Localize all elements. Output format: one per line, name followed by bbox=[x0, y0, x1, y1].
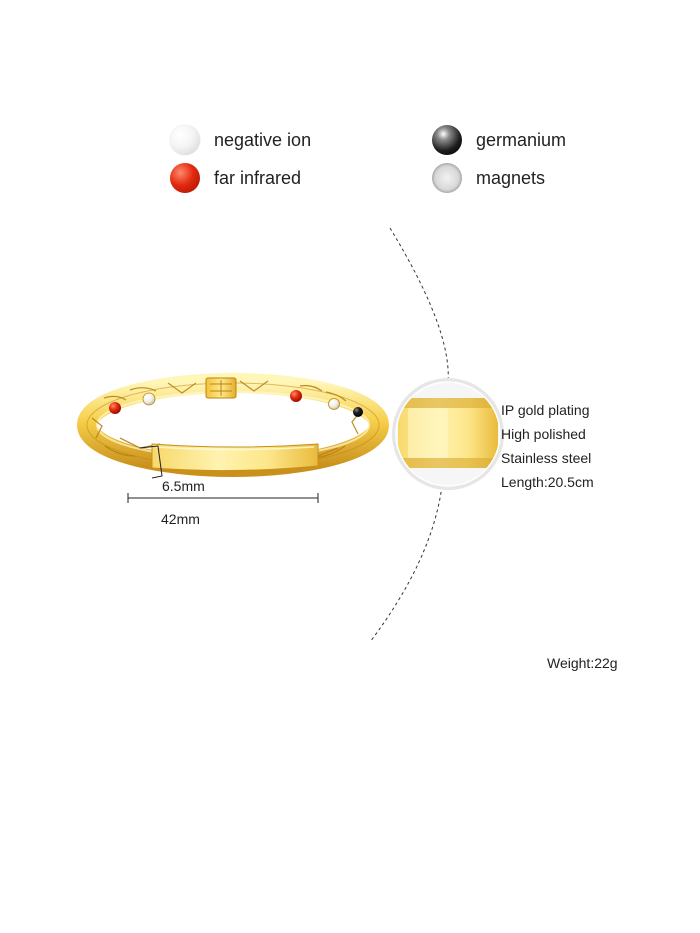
length-label: 42mm bbox=[161, 511, 200, 527]
legend-label: germanium bbox=[476, 129, 567, 150]
bracelet bbox=[77, 373, 389, 477]
spec-material: Stainless steel bbox=[501, 450, 592, 466]
dashed-guide-curve bbox=[369, 227, 449, 643]
legend-label: magnets bbox=[476, 167, 546, 188]
legend-label: negative ion bbox=[214, 129, 312, 150]
weight-label: Weight:22g bbox=[547, 655, 618, 671]
legend-item-negative-ion: negative ion bbox=[170, 122, 311, 158]
black-bead-icon bbox=[432, 125, 462, 155]
spec-plating: IP gold plating bbox=[501, 402, 590, 418]
width-indicator bbox=[139, 445, 163, 479]
spec-length: Length:20.5cm bbox=[501, 474, 594, 490]
legend-item-magnets: magnets bbox=[432, 160, 545, 196]
spec-finish: High polished bbox=[501, 426, 586, 442]
legend-label: far infrared bbox=[214, 167, 302, 188]
width-label: 6.5mm bbox=[162, 478, 205, 494]
white-bead-icon bbox=[142, 392, 156, 406]
id-plate bbox=[151, 443, 319, 472]
white-bead-icon bbox=[328, 398, 340, 410]
black-bead-icon bbox=[353, 407, 363, 417]
material-legend: negative ion germanium far infrared magn… bbox=[170, 122, 610, 202]
spec-list: IP gold plating High polished Stainless … bbox=[501, 398, 594, 494]
legend-item-germanium: germanium bbox=[432, 122, 566, 158]
red-bead-icon bbox=[290, 390, 302, 402]
length-dimension-line bbox=[127, 493, 319, 503]
legend-item-far-infrared: far infrared bbox=[170, 160, 301, 196]
red-bead-icon bbox=[109, 402, 121, 414]
silver-bead-icon bbox=[432, 163, 462, 193]
white-bead-icon bbox=[170, 125, 200, 155]
red-bead-icon bbox=[170, 163, 200, 193]
magnifier-detail bbox=[392, 378, 504, 490]
